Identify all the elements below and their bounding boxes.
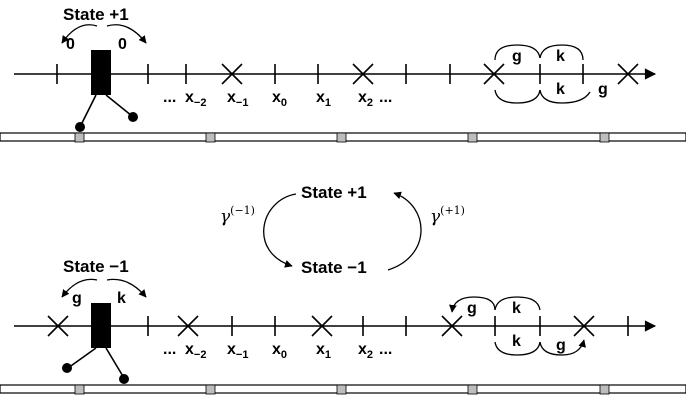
cycle-top-state: State +1 [301, 183, 367, 202]
bottom-motor-right-rate: k [117, 290, 126, 307]
bottom-motor-right-arc [106, 278, 147, 298]
state-cycle: State +1 State −1 γ(−1) γ(+1) [220, 183, 465, 277]
bottom-hop-arc-upper-left [449, 296, 496, 313]
bottom-hop-arcs: g k k g [449, 296, 586, 356]
cycle-bottom-state: State −1 [301, 258, 367, 277]
bottom-hop-arc-lower-left [494, 341, 541, 356]
bottom-motor-right-leg [105, 347, 125, 379]
bottom-site-label: x2 [358, 341, 373, 361]
top-hop-arcs: g k k g [494, 44, 608, 104]
cycle-arc-up [387, 191, 422, 271]
bottom-obstacle-crosses [47, 315, 595, 337]
bottom-rail [0, 384, 686, 395]
top-track-ticks [56, 64, 584, 84]
top-motor-body [91, 50, 111, 95]
top-panel: State +1 0 0 [0, 5, 686, 143]
top-hop-arc-upper-left [494, 44, 541, 61]
bottom-site-label: x1 [316, 341, 331, 361]
top-motor-right-leg [105, 94, 133, 117]
bottom-motor-left-head [62, 363, 72, 373]
bottom-ellipsis-left: ... [163, 341, 176, 358]
top-motor-right-rate: 0 [118, 36, 127, 53]
top-site-label: x2 [358, 89, 373, 109]
top-rail [0, 132, 686, 143]
top-motor-left-rate: 0 [66, 36, 75, 53]
top-ellipsis-left: ... [163, 89, 176, 106]
bottom-ellipsis-right: ... [379, 341, 392, 358]
top-site-labels: ... x−2 x−1 x0 x1 x2 ... [163, 89, 392, 109]
top-hop-label-lower-left: k [556, 81, 565, 98]
top-motor-left-head [75, 122, 85, 132]
bottom-hop-label-lower-right: g [556, 337, 566, 354]
cycle-rate-down: γ(−1) [220, 204, 255, 227]
top-site-label: x1 [316, 89, 331, 109]
bottom-hop-arc-lower-right [539, 339, 586, 356]
top-hop-label-upper-left: g [512, 48, 522, 65]
bottom-motor-left-leg [67, 347, 97, 369]
bottom-hop-label-lower-left: k [512, 333, 521, 350]
top-site-label: x0 [272, 89, 287, 109]
bottom-motor-left-arc [61, 278, 98, 298]
bottom-motor-right-head [119, 374, 129, 384]
bottom-track-ticks [147, 316, 629, 336]
top-motor-right-arc [106, 24, 147, 44]
top-state-label: State +1 [63, 5, 129, 24]
bottom-site-labels: ... x−2 x−1 x0 x1 x2 ... [163, 341, 392, 361]
cycle-arc-down [263, 193, 297, 268]
bottom-motor-left-rate: g [72, 290, 82, 307]
bottom-hop-arc-upper-right [494, 296, 541, 311]
bottom-motor-body [91, 303, 111, 348]
bottom-hop-label-upper-right: k [512, 300, 521, 317]
top-motor-left-arc [61, 24, 98, 44]
top-hop-label-upper-right: k [556, 48, 565, 65]
top-hop-arc-upper-right [539, 44, 584, 61]
cycle-rate-up: γ(+1) [430, 204, 465, 227]
top-obstacle-crosses [221, 63, 639, 85]
bottom-site-label: x−2 [185, 341, 206, 361]
bottom-state-label: State −1 [63, 257, 129, 276]
top-site-label: x−1 [227, 89, 248, 109]
top-hop-label-lower-right: g [598, 81, 608, 98]
top-site-label: x−2 [185, 89, 206, 109]
top-motor-right-head [128, 112, 138, 122]
bottom-site-label: x0 [272, 341, 287, 361]
top-motor-left-leg [79, 94, 97, 128]
bottom-panel: State −1 g k ... x−2 [0, 257, 686, 395]
bottom-site-label: x−1 [227, 341, 248, 361]
top-hop-arc-lower-left [494, 89, 541, 104]
bottom-hop-label-upper-left: g [467, 300, 477, 317]
top-ellipsis-right: ... [379, 89, 392, 106]
top-hop-arc-lower-right [539, 89, 591, 104]
